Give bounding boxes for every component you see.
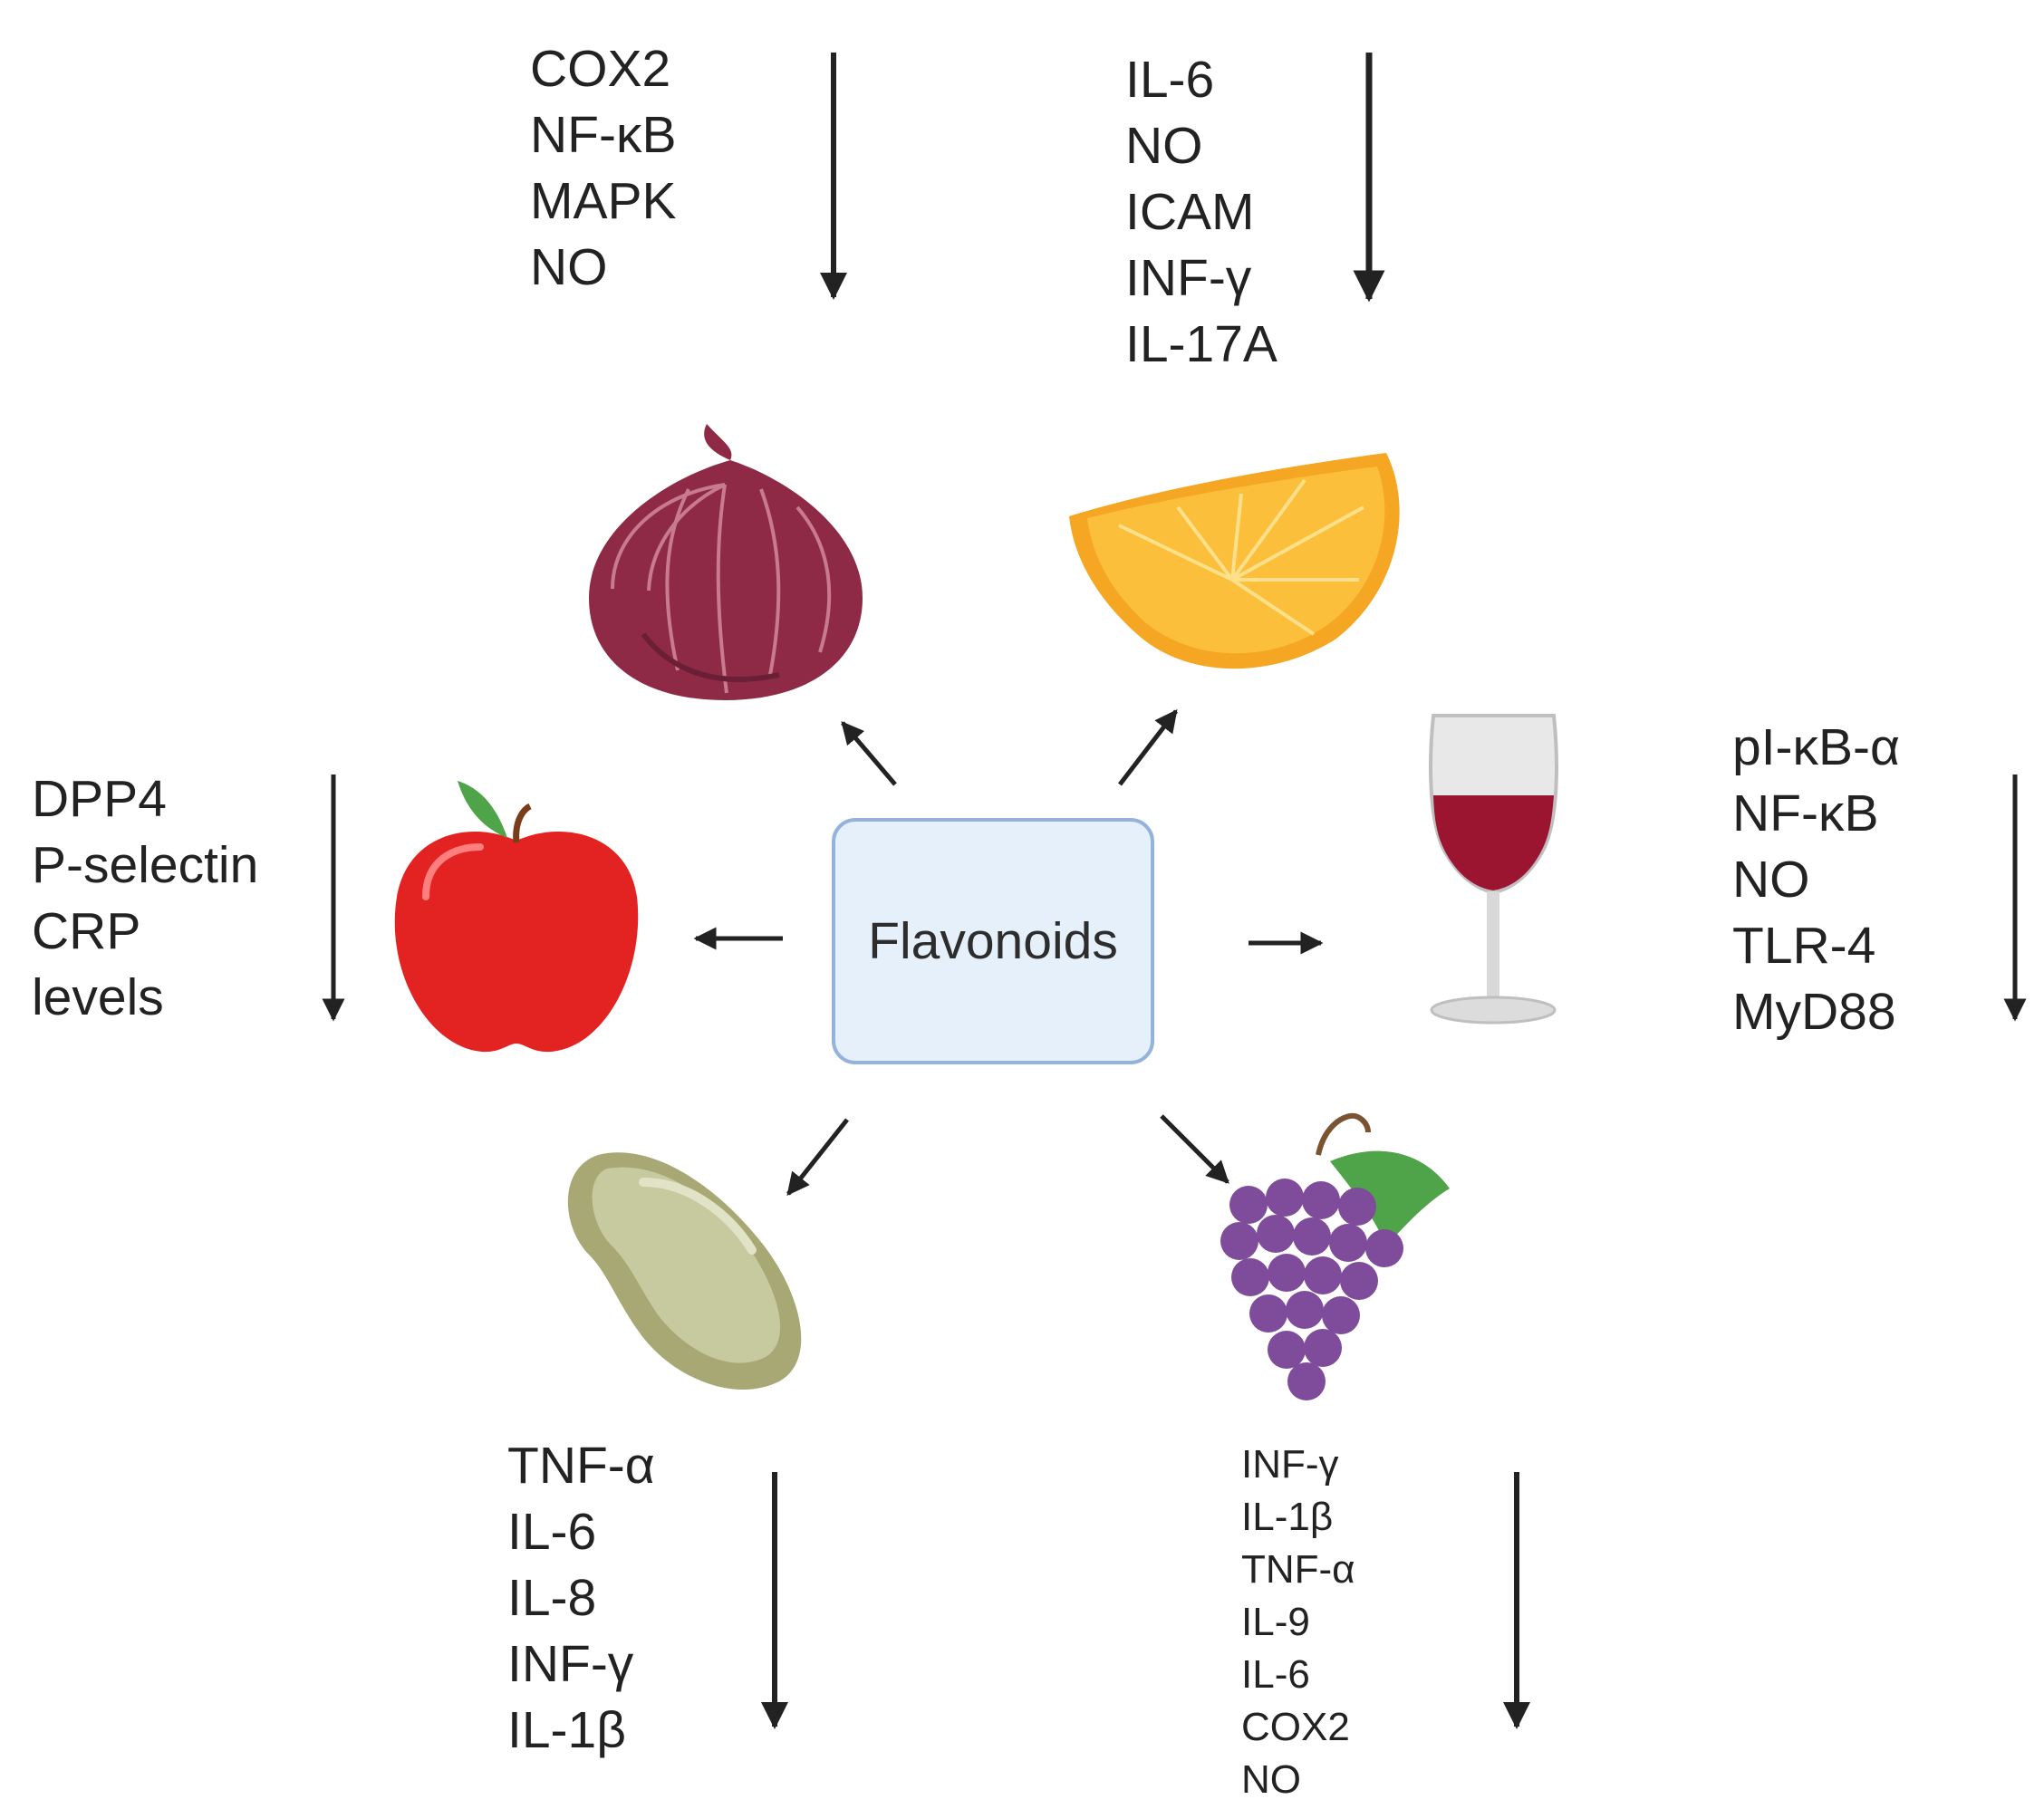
orange-marker: ICAM — [1125, 183, 1255, 241]
grapes-marker: TNF-α — [1241, 1547, 1355, 1592]
orange-marker: INF-γ — [1125, 249, 1252, 307]
bean-marker: INF-γ — [507, 1635, 634, 1693]
apple-marker: CRP — [32, 902, 141, 960]
grapes-marker: IL-9 — [1241, 1600, 1310, 1644]
wine-marker: NO — [1732, 851, 1810, 909]
grapes-marker: COX2 — [1241, 1705, 1350, 1749]
orange-slice-icon — [1069, 453, 1400, 669]
wine-marker: TLR-4 — [1732, 917, 1876, 975]
bean-marker: TNF-α — [507, 1437, 655, 1495]
flavonoids-label: Flavonoids — [868, 912, 1118, 970]
grapes-marker: INF-γ — [1241, 1442, 1339, 1487]
wine-markers-list: pI-κB-α NF-κB NO TLR-4 MyD88 — [1732, 715, 1900, 1045]
bean-marker: IL-1β — [507, 1701, 627, 1759]
apple-marker: P-selectin — [32, 836, 259, 894]
bean-icon — [567, 1152, 802, 1390]
onion-marker: NO — [530, 238, 608, 296]
grapes-icon — [1220, 1112, 1450, 1400]
arrow-to-grapes — [1160, 1114, 1229, 1184]
bean-markers-list: TNF-α IL-6 IL-8 INF-γ IL-1β — [507, 1433, 655, 1764]
decrease-arrows — [322, 53, 2027, 1729]
grapes-markers-list: INF-γ IL-1β TNF-α IL-9 IL-6 COX2 NO — [1241, 1439, 1355, 1806]
orange-marker: IL-6 — [1125, 51, 1215, 109]
orange-marker: IL-17A — [1125, 315, 1278, 373]
grapes-marker: IL-1β — [1241, 1495, 1334, 1539]
bean-marker: IL-6 — [507, 1503, 597, 1561]
onion-marker: COX2 — [530, 40, 671, 98]
onion-markers-list: COX2 NF-κB MAPK NO — [530, 36, 677, 301]
bean-marker: IL-8 — [507, 1569, 597, 1627]
source-arrows — [693, 709, 1324, 1196]
orange-markers-list: IL-6 NO ICAM INF-γ IL-17A — [1125, 47, 1278, 378]
wine-marker: pI-κB-α — [1732, 718, 1900, 776]
wine-marker: MyD88 — [1732, 983, 1896, 1041]
arrow-to-onion — [841, 721, 897, 786]
arrow-to-orange — [1118, 709, 1178, 786]
wine-glass-icon — [1429, 714, 1558, 1025]
onion-icon — [589, 424, 863, 700]
wine-marker: NF-κB — [1732, 784, 1879, 842]
apple-markers-list: DPP4 P-selectin CRP levels — [32, 766, 258, 1031]
onion-marker: MAPK — [530, 172, 677, 230]
onion-marker: NF-κB — [530, 106, 677, 164]
grapes-marker: NO — [1241, 1757, 1301, 1802]
apple-marker: levels — [32, 968, 164, 1026]
grapes-marker: IL-6 — [1241, 1652, 1310, 1697]
flavonoids-box: Flavonoids — [832, 818, 1154, 1064]
arrow-to-bean — [786, 1118, 849, 1196]
apple-marker: DPP4 — [32, 770, 167, 828]
apple-icon — [394, 781, 639, 1053]
orange-marker: NO — [1125, 117, 1203, 175]
